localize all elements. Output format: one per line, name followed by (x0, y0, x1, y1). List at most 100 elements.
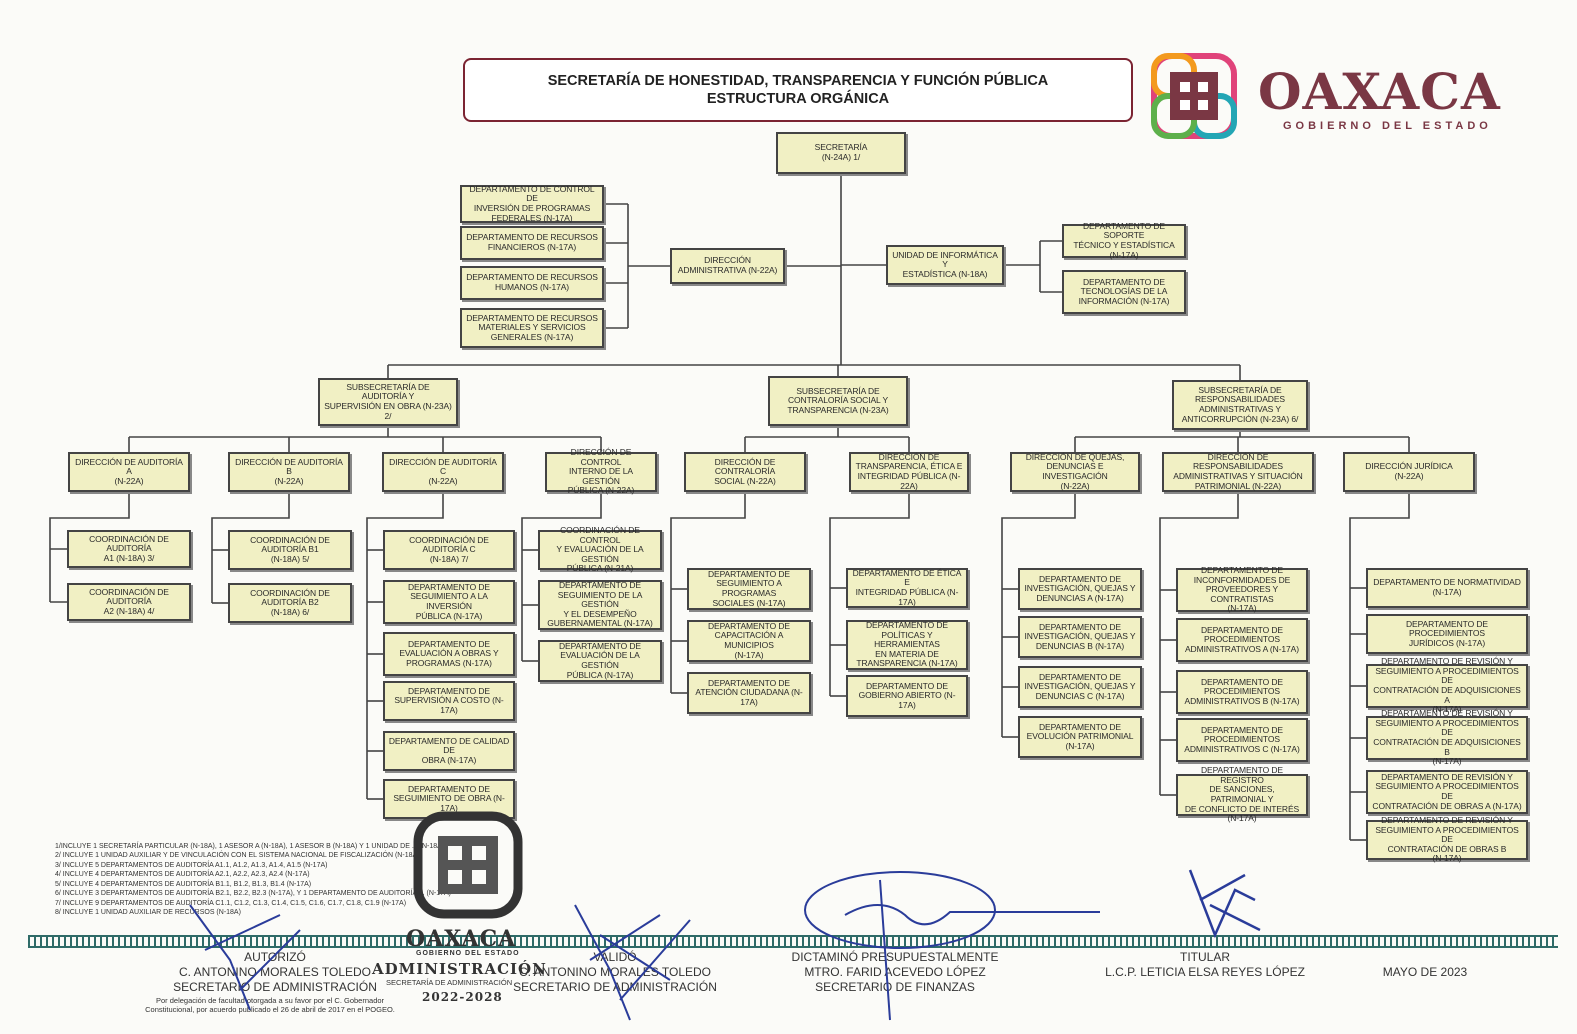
connector-line (670, 492, 746, 693)
signature-name: L.C.P. LETICIA ELSA REYES LÓPEZ (1105, 965, 1305, 979)
signature-role: TITULAR (1179, 950, 1230, 964)
connector-line (1349, 492, 1410, 840)
footnote-line: 4/ INCLUYE 4 DEPARTAMENTOS DE AUDITORÍA … (55, 871, 310, 879)
direccion-quejas-box: DIRECCIÓN DE QUEJAS,DENUNCIAS E INVESTIG… (1010, 452, 1140, 492)
document-date: MAYO DE 2023 (1382, 965, 1468, 979)
connector-line (1001, 492, 1076, 737)
stamp-subtitle: GOBIERNO DEL ESTADO (416, 950, 520, 957)
signature-titular: TITULAR L.C.P. LETICIA ELSA REYES LÓPEZ (1080, 950, 1330, 980)
stamp-wordmark: OAXACA (406, 926, 517, 952)
signature-name: C. ANTONINO MORALES TOLEDO (518, 965, 712, 979)
connector-line (521, 492, 602, 661)
stamp-small-text: SECRETARÍA DE ADMINISTRACIÓN (386, 978, 513, 987)
footnote-line: 8/ INCLUYE 1 UNIDAD AUXILIAR DE RECURSOS… (55, 909, 241, 917)
secretaria-box: SECRETARÍA(N-24A) 1/ (776, 132, 906, 174)
footnote-line: 1/INCLUYE 1 SECRETARÍA PARTICULAR (N-18A… (55, 843, 445, 850)
departamento-juridico-box: DEPARTAMENTO DE NORMATIVIDAD(N-17A) (1366, 568, 1528, 608)
decorative-border-band (28, 935, 1558, 948)
signature-position: SECRETARIO DE ADMINISTRACIÓN (513, 980, 717, 994)
footnote-line: 6/ INCLUYE 3 DEPARTAMENTOS DE AUDITORÍA … (55, 890, 452, 898)
oaxaca-logo-icon (1151, 53, 1237, 139)
direccion-auditoria-a-box: DIRECCIÓN DE AUDITORÍA A(N-22A) (68, 452, 190, 492)
signature-dictamino: DICTAMINÓ PRESUPUESTALMENTE MTRO. FARID … (770, 950, 1020, 995)
footnote-line: 5/ INCLUYE 4 DEPARTAMENTOS DE AUDITORÍA … (55, 880, 312, 888)
chart-subtitle: ESTRUCTURA ORGÁNICA (706, 91, 890, 107)
direccion-auditoria-b-box: DIRECCIÓN DE AUDITORÍA B(N-22A) (228, 452, 350, 492)
departamento-auditoria-c-box: COORDINACIÓN DE AUDITORÍA C(N-18A) 7/ (383, 530, 515, 570)
signature-autorizo: AUTORIZÓ C. ANTONINO MORALES TOLEDO SECR… (150, 950, 400, 995)
oaxaca-logo-wordmark: OAXACA (1258, 62, 1501, 121)
connector-line (829, 492, 910, 696)
stamp-year: 2022-2028 (422, 990, 503, 1004)
government-stamp-icon (413, 811, 523, 919)
footnotes: 1/INCLUYE 1 SECRETARÍA PARTICULAR (N-18A… (55, 842, 451, 918)
stamp-text: ADMINISTRACIÓN (372, 960, 547, 978)
signature-position: SECRETARIO DE ADMINISTRACIÓN (173, 980, 377, 994)
signature-name: MTRO. FARID ACEVEDO LÓPEZ (804, 965, 986, 979)
signature-role: VALIDÓ (593, 950, 637, 964)
connector-line (1159, 492, 1239, 795)
oaxaca-logo-subtitle: GOBIERNO DEL ESTADO (1283, 120, 1492, 132)
signature-autorizo-note: Por delegación de facultad otorgada a su… (145, 996, 395, 1014)
signature-position: SECRETARIO DE FINANZAS (815, 980, 975, 994)
connector-line (211, 492, 290, 603)
footnote-line: 3/ INCLUYE 5 DEPARTAMENTOS DE AUDITORÍA … (55, 861, 328, 869)
footnote-line: 2/ INCLUYE 1 UNIDAD AUXILIAR Y DE VINCUL… (55, 852, 420, 860)
direccion-juridica-box: DIRECCIÓN JURÍDICA(N-22A) (1343, 452, 1475, 492)
signature-role: DICTAMINÓ PRESUPUESTALMENTE (791, 950, 999, 964)
connector-line (366, 492, 444, 799)
signature-valido: VALIDÓ C. ANTONINO MORALES TOLEDO SECRET… (490, 950, 740, 995)
direccion-auditoria-c-box: DIRECCIÓN DE AUDITORÍA C(N-22A) (382, 452, 504, 492)
connector-line (49, 492, 130, 602)
signature-role: AUTORIZÓ (244, 950, 306, 964)
chart-title: SECRETARÍA DE HONESTIDAD, TRANSPARENCIA … (547, 72, 1049, 89)
chart-title-frame: SECRETARÍA DE HONESTIDAD, TRANSPARENCIA … (463, 58, 1133, 122)
signature-name: C. ANTONINO MORALES TOLEDO (178, 965, 372, 979)
footnote-line: 7/ INCLUYE 9 DEPARTAMENTOS DE AUDITORÍA … (55, 899, 407, 907)
